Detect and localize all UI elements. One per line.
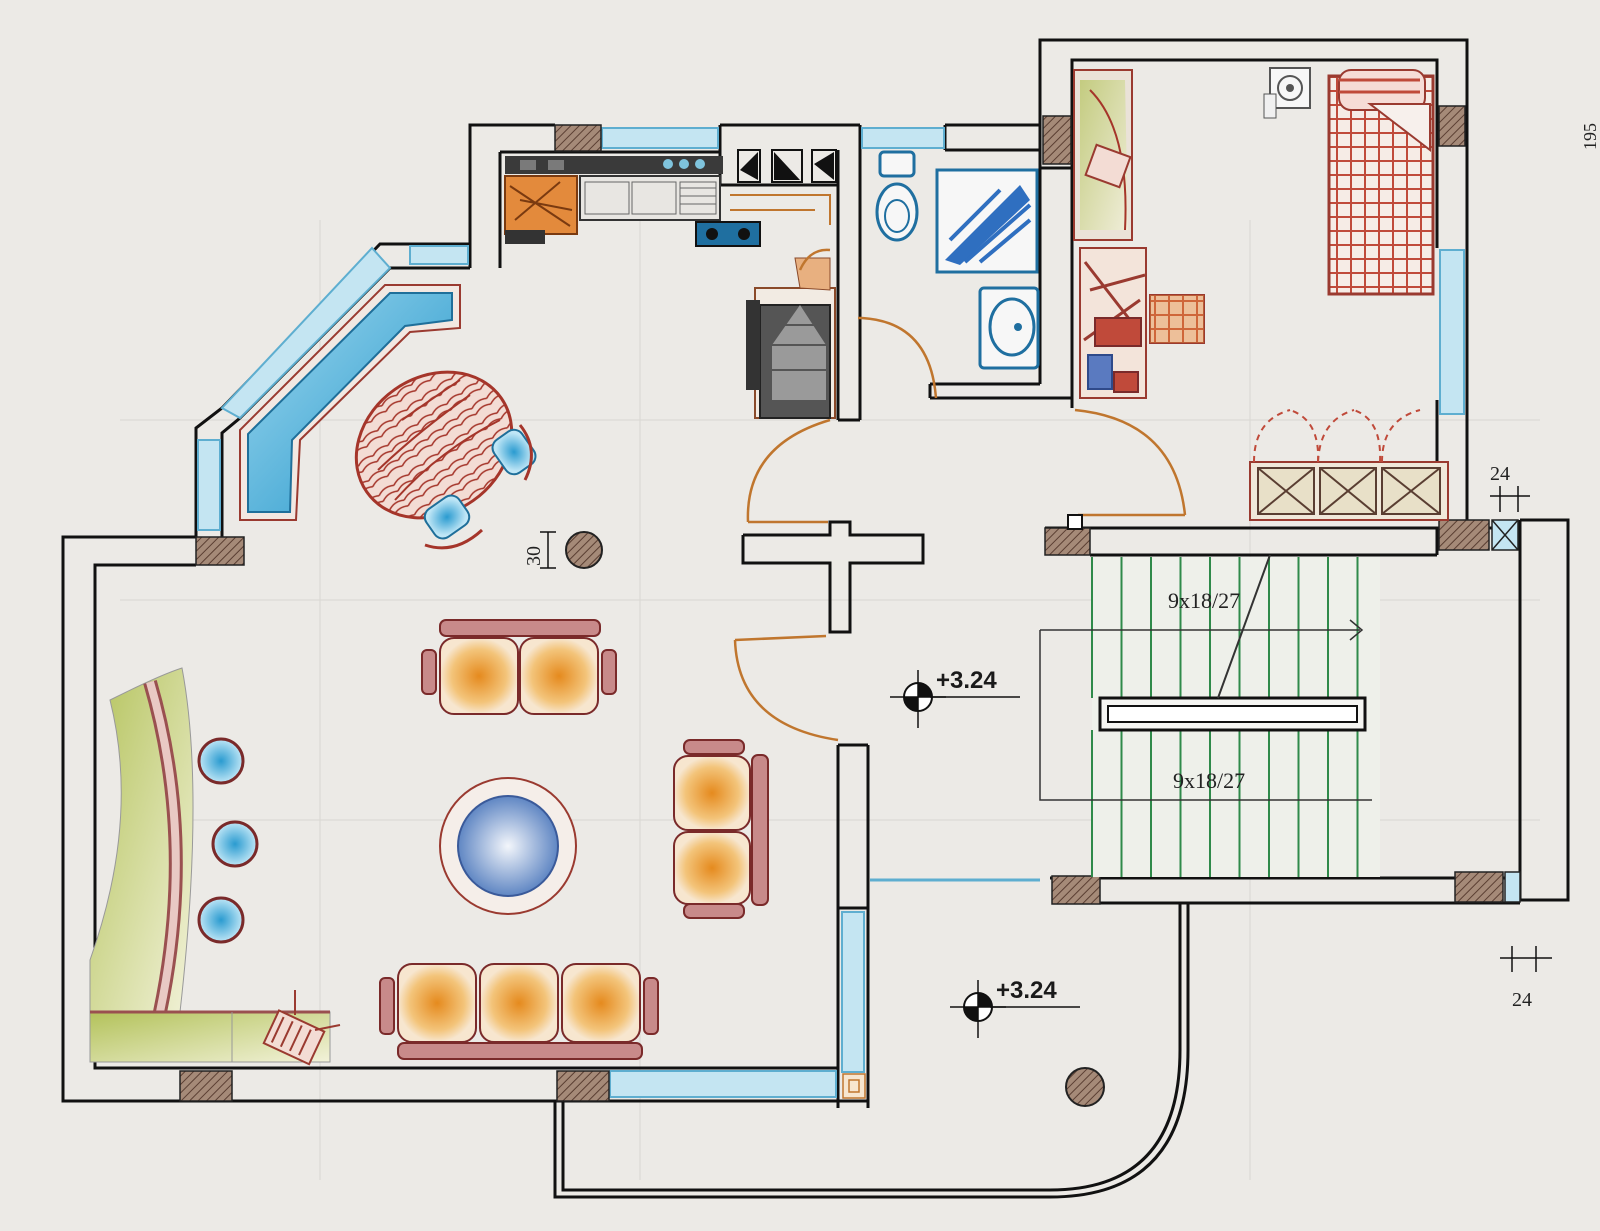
column [556, 1070, 610, 1102]
stair-label-upper: 9x18/27 [1168, 588, 1240, 613]
window-bedroom-right [1439, 249, 1465, 415]
column [554, 124, 602, 152]
column [179, 1070, 233, 1102]
doors [733, 248, 1187, 742]
coffee-table [439, 777, 577, 915]
windows [197, 127, 1465, 1098]
sofa-bottom [379, 963, 659, 1060]
dim-right-top: 24 [1490, 463, 1530, 512]
stair-label-lower: 9x18/27 [1173, 768, 1245, 793]
bay-planter [239, 284, 461, 521]
columns [179, 105, 1521, 1102]
wall-living-outer [61, 535, 555, 1103]
bathroom [875, 150, 1040, 370]
column [1042, 115, 1072, 165]
walls [61, 38, 1570, 1199]
svg-text:30: 30 [523, 546, 545, 566]
column [1454, 871, 1504, 903]
svg-text:24: 24 [1490, 463, 1510, 485]
round-column-balcony [1065, 1067, 1105, 1107]
wall-living-inner [93, 563, 555, 1070]
kitchen [504, 149, 837, 419]
round-column [565, 531, 603, 569]
dim-right-bottom: 24 [1500, 946, 1552, 1011]
window-bath [861, 127, 945, 149]
window-living-bottom [609, 1070, 837, 1098]
wall-balcony [553, 903, 1190, 1199]
column [195, 536, 245, 566]
bar-stool [211, 820, 259, 868]
dining-table [354, 370, 537, 550]
door-swing [861, 316, 938, 399]
level-marker-main: +3.24 [890, 667, 1020, 728]
bedroom [1073, 67, 1449, 521]
dim-column: 30 [523, 531, 556, 569]
level-marker-balcony: +3.24 [950, 977, 1080, 1038]
window-bay-left [197, 439, 221, 531]
level-label-main: +3.24 [936, 667, 997, 694]
staircase [1039, 554, 1380, 877]
level-label-balcony: +3.24 [996, 977, 1057, 1004]
bar-stool [197, 737, 245, 785]
window-bay-diagonal [220, 246, 392, 420]
door-swing [733, 639, 839, 742]
window-kitchen [601, 127, 719, 149]
sofa-right [673, 739, 769, 919]
column [1051, 875, 1101, 905]
bar-counter [89, 667, 341, 1066]
svg-text:24: 24 [1512, 989, 1532, 1011]
door-swing [746, 418, 831, 523]
desk-chair [1149, 294, 1205, 344]
column [1044, 527, 1091, 556]
dim-far-right: 195 [1580, 123, 1600, 150]
column [1438, 519, 1490, 551]
column [1438, 105, 1466, 147]
stove-icon [695, 221, 761, 247]
door-swing [1074, 408, 1187, 516]
kitchen-counter [505, 156, 723, 174]
bar-stool [197, 896, 245, 944]
sofa-top [421, 619, 617, 715]
window-corridor [841, 911, 865, 1073]
